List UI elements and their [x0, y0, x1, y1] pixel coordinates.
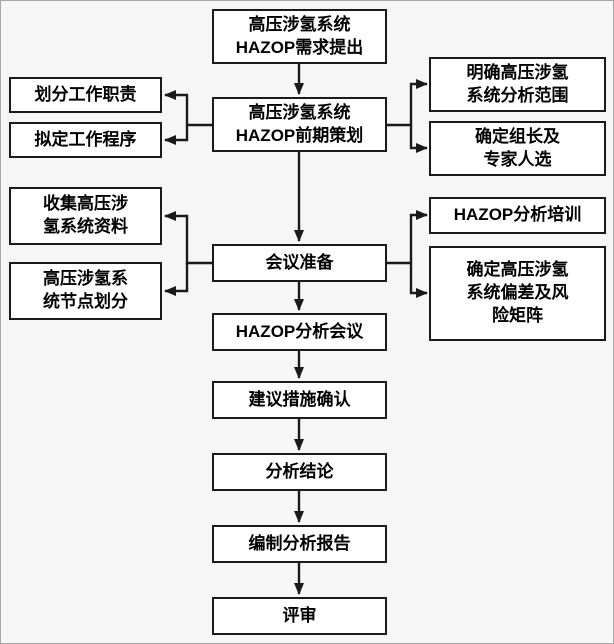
node-collect: 收集高压涉 氢系统资料 [9, 187, 162, 245]
node-duties: 划分工作职责 [9, 77, 162, 113]
node-node-division: 高压涉氢系 统节点划分 [9, 262, 162, 320]
node-meeting-prep: 会议准备 [212, 244, 387, 282]
node-training: HAZOP分析培训 [429, 197, 606, 234]
edge-planning-procedure [164, 125, 189, 145]
edge-meetingprep-nodedivision [164, 263, 189, 296]
edge-planning-scope [387, 79, 428, 127]
node-requirement: 高压涉氢系统 HAZOP需求提出 [212, 9, 387, 64]
node-conclusion: 分析结论 [212, 453, 387, 491]
node-analysis-meeting: HAZOP分析会议 [212, 313, 387, 351]
node-review: 评审 [212, 597, 387, 635]
edge-meetingprep-collect [164, 211, 212, 265]
node-scope: 明确高压涉氢 系统分析范围 [429, 57, 606, 112]
edge-planning-duties [164, 90, 212, 127]
node-leader: 确定组长及 专家人选 [429, 121, 606, 176]
node-report: 编制分析报告 [212, 525, 387, 563]
node-planning: 高压涉氢系统 HAZOP前期策划 [212, 97, 387, 152]
edge-planning-leader [409, 125, 428, 153]
node-procedure: 拟定工作程序 [9, 122, 162, 158]
edge-meetingprep-training [387, 210, 428, 265]
node-measures: 建议措施确认 [212, 381, 387, 419]
edge-meetingprep-deviationmatrix [409, 263, 428, 298]
node-deviation-matrix: 确定高压涉氢 系统偏差及风 险矩阵 [429, 246, 606, 341]
